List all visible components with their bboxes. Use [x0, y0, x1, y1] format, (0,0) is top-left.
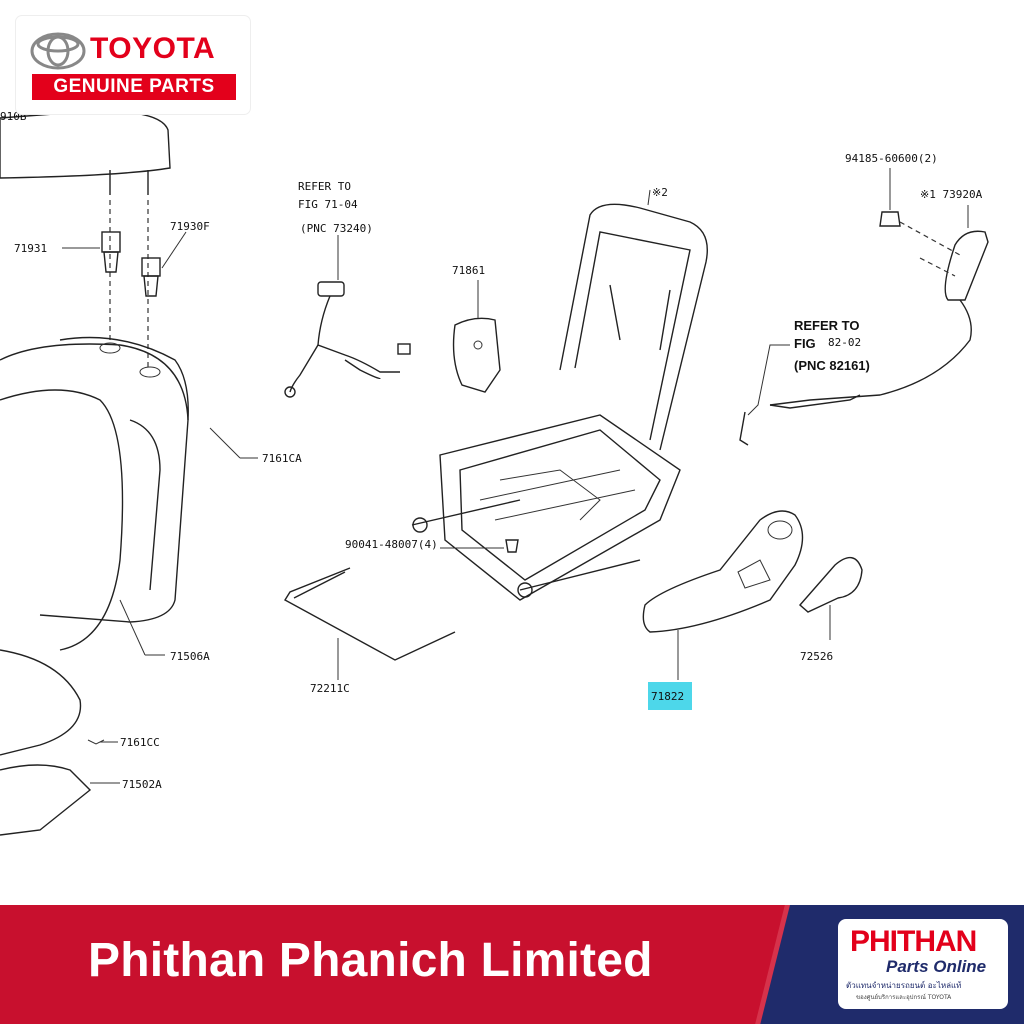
label-71506a: 71506A — [170, 650, 210, 663]
highlight-71822 — [648, 682, 692, 710]
label-71502a: 71502A — [122, 778, 162, 791]
label-71861: 71861 — [452, 264, 485, 277]
label-72526: 72526 — [800, 650, 833, 663]
label-refer1-b: FIG 71-04 — [298, 198, 358, 211]
wire-72211c — [284, 567, 456, 680]
label-94185: 94185-60600(2) — [845, 152, 938, 165]
label-7161cc: 7161CC — [120, 736, 160, 749]
label-note2: ※2 — [652, 186, 668, 199]
label-refer1-a: REFER TO — [298, 180, 351, 193]
parts-diagram: 910B 71931 71930F 7161CA 71506A 7161CC 7… — [0, 110, 989, 836]
headrest — [0, 110, 171, 370]
side-shield-71822 — [642, 510, 804, 680]
company-name: Phithan Phanich Limited — [88, 934, 653, 987]
phithan-logo-title: PHITHAN — [850, 925, 977, 958]
label-refer2-d: (PNC 82161) — [794, 358, 870, 373]
genuine-parts-banner: GENUINE PARTS — [32, 74, 236, 100]
phithan-logo-subtitle: Parts Online — [886, 957, 987, 976]
toyota-wordmark: TOYOTA — [90, 32, 216, 65]
phithan-logo[interactable]: PHITHAN Parts Online ตัวแทนจำหน่ายรถยนต์… — [838, 919, 1008, 1009]
headrest-guides — [62, 231, 187, 297]
label-refer2-b: FIG — [794, 336, 816, 351]
footer-banner: Phithan Phanich Limited PHITHAN Parts On… — [0, 905, 1024, 1024]
knob-72526 — [799, 557, 863, 640]
seat-back — [0, 336, 258, 836]
bolt-90041 — [440, 539, 519, 553]
label-73920a: ※1 73920A — [920, 188, 983, 201]
seat-frame — [411, 189, 708, 601]
phithan-logo-thai-line1: ตัวแทนจำหน่ายรถยนต์ อะไหล่แท้ — [846, 981, 962, 990]
label-refer1-c: (PNC 73240) — [300, 222, 373, 235]
phithan-logo-thai-line2: ของศูนย์บริการและอุปกรณ์ TOYOTA — [856, 994, 952, 1001]
airbag-harness — [739, 344, 861, 446]
label-71931: 71931 — [14, 242, 47, 255]
label-71822[interactable]: 71822 — [651, 690, 684, 703]
airbag-73920a — [769, 168, 989, 406]
toyota-logo: TOYOTA GENUINE PARTS — [16, 16, 250, 114]
toyota-emblem-icon — [30, 32, 86, 70]
label-refer2-a: REFER TO — [794, 318, 860, 333]
seatbelt-harness — [284, 235, 411, 398]
label-7161ca: 7161CA — [262, 452, 302, 465]
side-cover-71861 — [452, 280, 501, 393]
label-72211c: 72211C — [310, 682, 350, 695]
label-refer2-c: 82-02 — [828, 336, 861, 349]
label-71930f: 71930F — [170, 220, 210, 233]
label-bolt: 90041-48007(4) — [345, 538, 438, 551]
